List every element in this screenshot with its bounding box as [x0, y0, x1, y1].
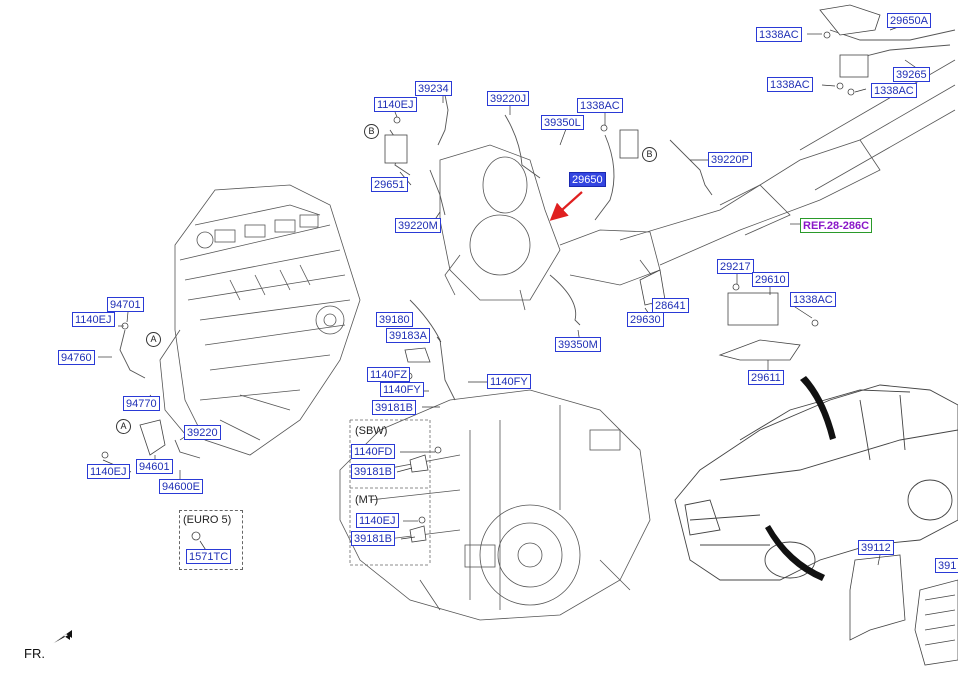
part-label-39220m[interactable]: 39220M — [395, 218, 441, 233]
part-label-39112[interactable]: 39112 — [858, 540, 894, 555]
part-label-1338ac[interactable]: 1338AC — [577, 98, 623, 113]
part-label-1140ej[interactable]: 1140EJ — [374, 97, 417, 112]
part-label-29610[interactable]: 29610 — [752, 272, 789, 287]
part-label-39220[interactable]: 39220 — [184, 425, 221, 440]
part-label-94760[interactable]: 94760 — [58, 350, 95, 365]
part-label-1338ac[interactable]: 1338AC — [871, 83, 917, 98]
part-label-39265[interactable]: 39265 — [893, 67, 930, 82]
marker-b: B — [364, 124, 379, 139]
marker-b: B — [642, 147, 657, 162]
marker-a: A — [146, 332, 161, 347]
part-label-1571tc[interactable]: 1571TC — [186, 549, 232, 564]
part-label-94600e[interactable]: 94600E — [159, 479, 203, 494]
part-label-94701[interactable]: 94701 — [107, 297, 144, 312]
part-label-1338ac[interactable]: 1338AC — [790, 292, 836, 307]
part-label-39180[interactable]: 39180 — [376, 312, 413, 327]
note-mt: (MT) — [355, 494, 379, 506]
front-direction-label: FR. — [24, 646, 45, 661]
part-label-39181b[interactable]: 39181B — [351, 531, 395, 546]
part-label-391[interactable]: 391 — [935, 558, 958, 573]
part-label-29630[interactable]: 29630 — [627, 312, 664, 327]
part-label-28641[interactable]: 28641 — [652, 298, 689, 313]
euro5-option-box — [179, 510, 243, 570]
front-direction-arrow — [52, 630, 72, 644]
part-label-29650a[interactable]: 29650A — [887, 13, 931, 28]
part-label-1140fy[interactable]: 1140FY — [380, 382, 424, 397]
part-label-29217[interactable]: 29217 — [717, 259, 754, 274]
brackets-and-bolts — [101, 4, 881, 543]
reference-link-28-286c[interactable]: REF.28-286C — [800, 218, 873, 233]
part-label-1140fy[interactable]: 1140FY — [487, 374, 531, 389]
part-label-94601[interactable]: 94601 — [136, 459, 173, 474]
note-euro5: (EURO 5) — [183, 514, 232, 526]
part-label-29611[interactable]: 29611 — [748, 370, 784, 385]
part-label-39183a[interactable]: 39183A — [386, 328, 430, 343]
part-label-1140fd[interactable]: 1140FD — [351, 444, 396, 459]
part-label-1338ac[interactable]: 1338AC — [756, 27, 802, 42]
part-label-39220j[interactable]: 39220J — [487, 91, 530, 106]
engine-block-drawing — [159, 184, 361, 456]
part-label-29650-selected[interactable]: 29650 — [569, 172, 606, 187]
part-label-39234[interactable]: 39234 — [415, 81, 452, 96]
part-label-39220p[interactable]: 39220P — [708, 152, 752, 167]
ecu-module-drawing — [849, 554, 958, 666]
part-label-1140fz[interactable]: 1140FZ — [367, 367, 411, 382]
marker-a: A — [116, 419, 131, 434]
highlight-arrow — [549, 191, 583, 221]
part-label-39350m[interactable]: 39350M — [555, 337, 601, 352]
part-label-39181b[interactable]: 39181B — [351, 464, 395, 479]
part-label-1140ej[interactable]: 1140EJ — [356, 513, 399, 528]
sensor-harness-wires — [119, 29, 956, 459]
vehicle-drawing — [674, 384, 958, 581]
part-label-39350l[interactable]: 39350L — [541, 115, 584, 130]
part-label-1140ej[interactable]: 1140EJ — [87, 464, 130, 479]
location-arrows — [765, 376, 836, 581]
option-group-divider — [349, 419, 431, 566]
part-label-39181b[interactable]: 39181B — [372, 400, 416, 415]
note-sbw: (SBW) — [355, 425, 388, 437]
part-label-94770[interactable]: 94770 — [123, 396, 160, 411]
part-label-29651[interactable]: 29651 — [371, 177, 408, 192]
part-label-1140ej[interactable]: 1140EJ — [72, 312, 115, 327]
part-label-1338ac[interactable]: 1338AC — [767, 77, 813, 92]
